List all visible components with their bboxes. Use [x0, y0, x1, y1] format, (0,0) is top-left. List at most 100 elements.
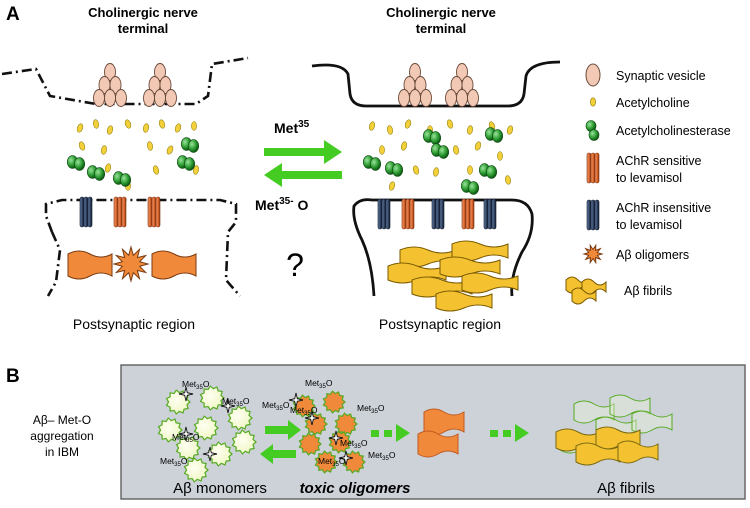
synaptic-vesicle: [154, 63, 166, 81]
synaptic-vesicle: [409, 63, 421, 81]
oxidation-star-icon: [328, 430, 344, 446]
legend-label: to levamisol: [616, 171, 682, 185]
met35o-label: Met35O: [318, 456, 346, 468]
acetylcholinesterase-pair: [460, 179, 479, 195]
abeta-monomer: [183, 457, 209, 483]
receptor-subunit: [121, 196, 127, 228]
toxic-oligomer: [322, 390, 346, 414]
side-label-line3: in IBM: [45, 445, 79, 459]
abeta-monomer: [165, 389, 191, 415]
receptor-subunit: [435, 198, 441, 230]
acetylcholine-molecule: [467, 165, 473, 175]
legend-esterase-icon: [588, 129, 600, 141]
left-postsynaptic-membrane: [44, 198, 241, 297]
esterase-subunit: [74, 157, 86, 171]
receptor-subunit: [147, 196, 153, 228]
panel-b-letter: B: [6, 366, 20, 387]
esterase-subunit: [391, 163, 403, 177]
right-presynaptic-membrane: [311, 60, 561, 108]
legend-sensitive-receptor-icon: [586, 152, 592, 184]
abeta-monomer: [175, 435, 201, 461]
right-fibril-stack: [387, 240, 519, 312]
oligomer-to-fibril-dotted-arrow: [371, 424, 410, 442]
esterase-subunit: [94, 167, 106, 181]
right-acetylcholine-group: [368, 119, 514, 191]
receptor-subunit: [469, 198, 475, 230]
protofibril-pair: [417, 408, 465, 458]
acetylcholine-molecule: [124, 119, 132, 129]
synaptic-vesicle: [93, 89, 105, 107]
monomer-to-oligomer-arrow: [265, 420, 301, 440]
left-terminal-title-line1: Cholinergic nerve: [88, 5, 198, 20]
acetylcholine-molecule: [497, 151, 503, 161]
oxidation-star-icon: [304, 410, 320, 426]
met35o-label: Met35O: [357, 403, 385, 415]
acetylcholinesterase-pair: [430, 143, 449, 159]
achr-sensitive-receptor: [113, 196, 127, 228]
acetylcholine-molecule: [433, 167, 439, 177]
acetylcholine-molecule: [506, 125, 514, 135]
abeta-fibril-sheet: [617, 440, 659, 464]
acetylcholine-molecule: [387, 125, 393, 135]
acetylcholine-molecule: [412, 165, 420, 175]
legend-label: AChR insensitive: [616, 201, 711, 215]
synaptic-vesicle: [115, 89, 127, 107]
left-vesicle-cluster-2: [143, 63, 177, 107]
acetylcholine-molecule: [93, 119, 99, 129]
toxic-oligomer: [314, 450, 338, 474]
synaptic-vesicle: [159, 76, 172, 94]
met35o-label: Met35O: [290, 405, 318, 417]
right-terminal-title-line1: Cholinergic nerve: [386, 5, 496, 20]
receptor-subunit: [461, 198, 467, 230]
esterase-subunit: [437, 145, 449, 159]
met35o-label: Met35O: [368, 450, 396, 462]
legend-item-abeta-oligomers: Aβ oligomers: [582, 243, 689, 265]
synaptic-vesicle: [143, 89, 155, 107]
abeta-monomer: [227, 405, 253, 431]
toxic-oligomer: [334, 412, 358, 436]
legend-acetylcholine-icon: [590, 97, 596, 107]
synaptic-vesicle: [461, 76, 474, 94]
synaptic-vesicle: [414, 76, 427, 94]
achr-sensitive-receptor: [401, 198, 415, 230]
legend-label: AChR sensitive: [616, 154, 701, 168]
fibril-to-mature-dotted-arrow: [490, 424, 529, 442]
legend-item-synaptic-vesicle: Synaptic vesicle: [585, 63, 706, 87]
acetylcholine-molecule: [166, 145, 174, 155]
reverse-arrow: [264, 163, 342, 187]
synaptic-vesicle: [165, 89, 177, 107]
abeta-monomer: [231, 429, 257, 455]
mature-fibril-group: [555, 394, 673, 466]
synaptic-vesicle: [445, 89, 457, 107]
right-vesicle-cluster-2: [445, 63, 479, 107]
legend-item-achr-insensitive: AChR insensitive to levamisol: [586, 199, 711, 232]
left-postsynaptic-label: Postsynaptic region: [73, 316, 195, 332]
receptor-subunit: [439, 198, 445, 230]
receptor-subunit: [151, 196, 157, 228]
receptor-subunit: [405, 198, 411, 230]
left-terminal-title-line2: terminal: [118, 21, 169, 36]
receptor-subunit: [465, 198, 471, 230]
acetylcholine-molecule: [388, 181, 396, 191]
acetylcholine-molecule: [78, 141, 86, 151]
abeta-fibril-sheet: [411, 276, 473, 298]
acetylcholine-molecule: [467, 125, 473, 135]
synaptic-vesicle: [420, 89, 432, 107]
left-acetylcholinesterase-group: [67, 137, 200, 187]
met35-label: Met35: [274, 119, 310, 136]
esterase-subunit: [188, 139, 200, 153]
acetylcholine-molecule: [474, 141, 482, 151]
abeta-monomer: [193, 415, 219, 441]
legend-label: to levamisol: [616, 218, 682, 232]
oxidation-star-icon: [288, 392, 304, 408]
acetylcholine-molecule: [104, 163, 112, 173]
receptor-subunit: [385, 198, 391, 230]
achr-sensitive-receptor: [147, 196, 161, 228]
acetylcholinesterase-pair: [67, 155, 86, 171]
legend-oligomer-icon: [582, 243, 604, 265]
side-label-line1: Aβ– Met-O: [33, 413, 91, 427]
receptor-subunit: [431, 198, 437, 230]
acetylcholine-molecule: [76, 123, 84, 133]
right-acetylcholinesterase-group: [362, 127, 503, 195]
